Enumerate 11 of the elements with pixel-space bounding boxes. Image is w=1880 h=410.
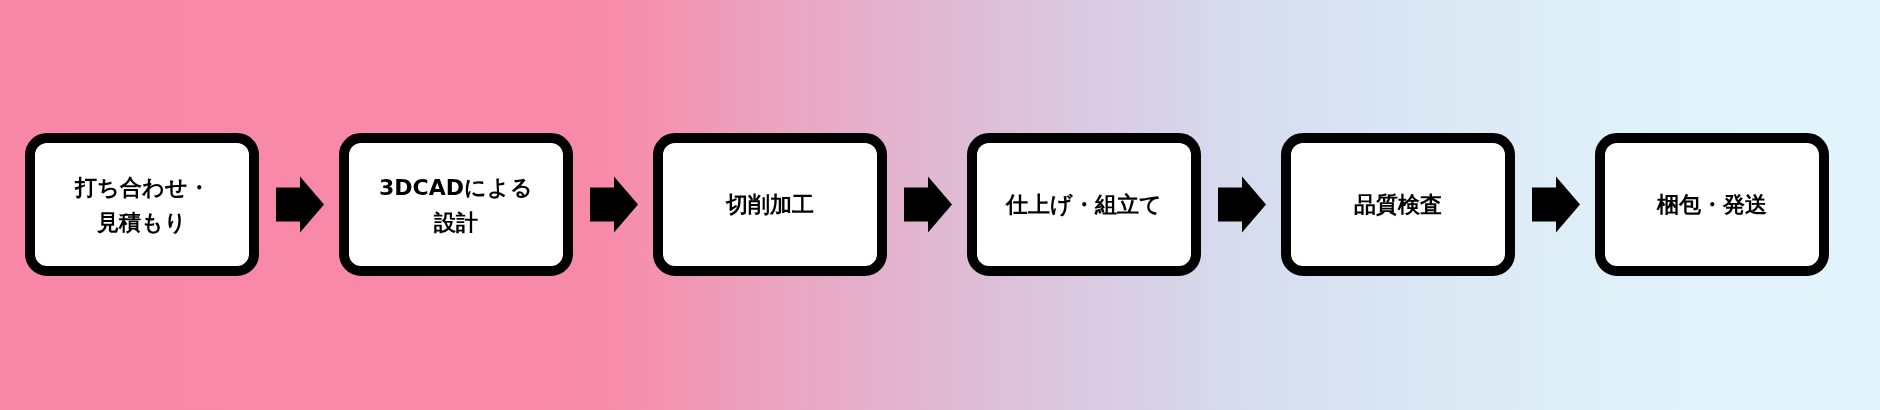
arrow — [590, 176, 638, 233]
process-box: 3DCADによる設計 — [339, 133, 573, 276]
arrow — [904, 176, 952, 233]
process-box: 梱包・発送 — [1595, 133, 1829, 276]
arrow — [1532, 176, 1580, 233]
process-box: 切削加工 — [653, 133, 887, 276]
arrow — [276, 176, 324, 233]
arrow — [1218, 176, 1266, 233]
process-box: 仕上げ・組立て — [967, 133, 1201, 276]
process-box: 打ち合わせ・見積もり — [25, 133, 259, 276]
process-box: 品質検査 — [1281, 133, 1515, 276]
